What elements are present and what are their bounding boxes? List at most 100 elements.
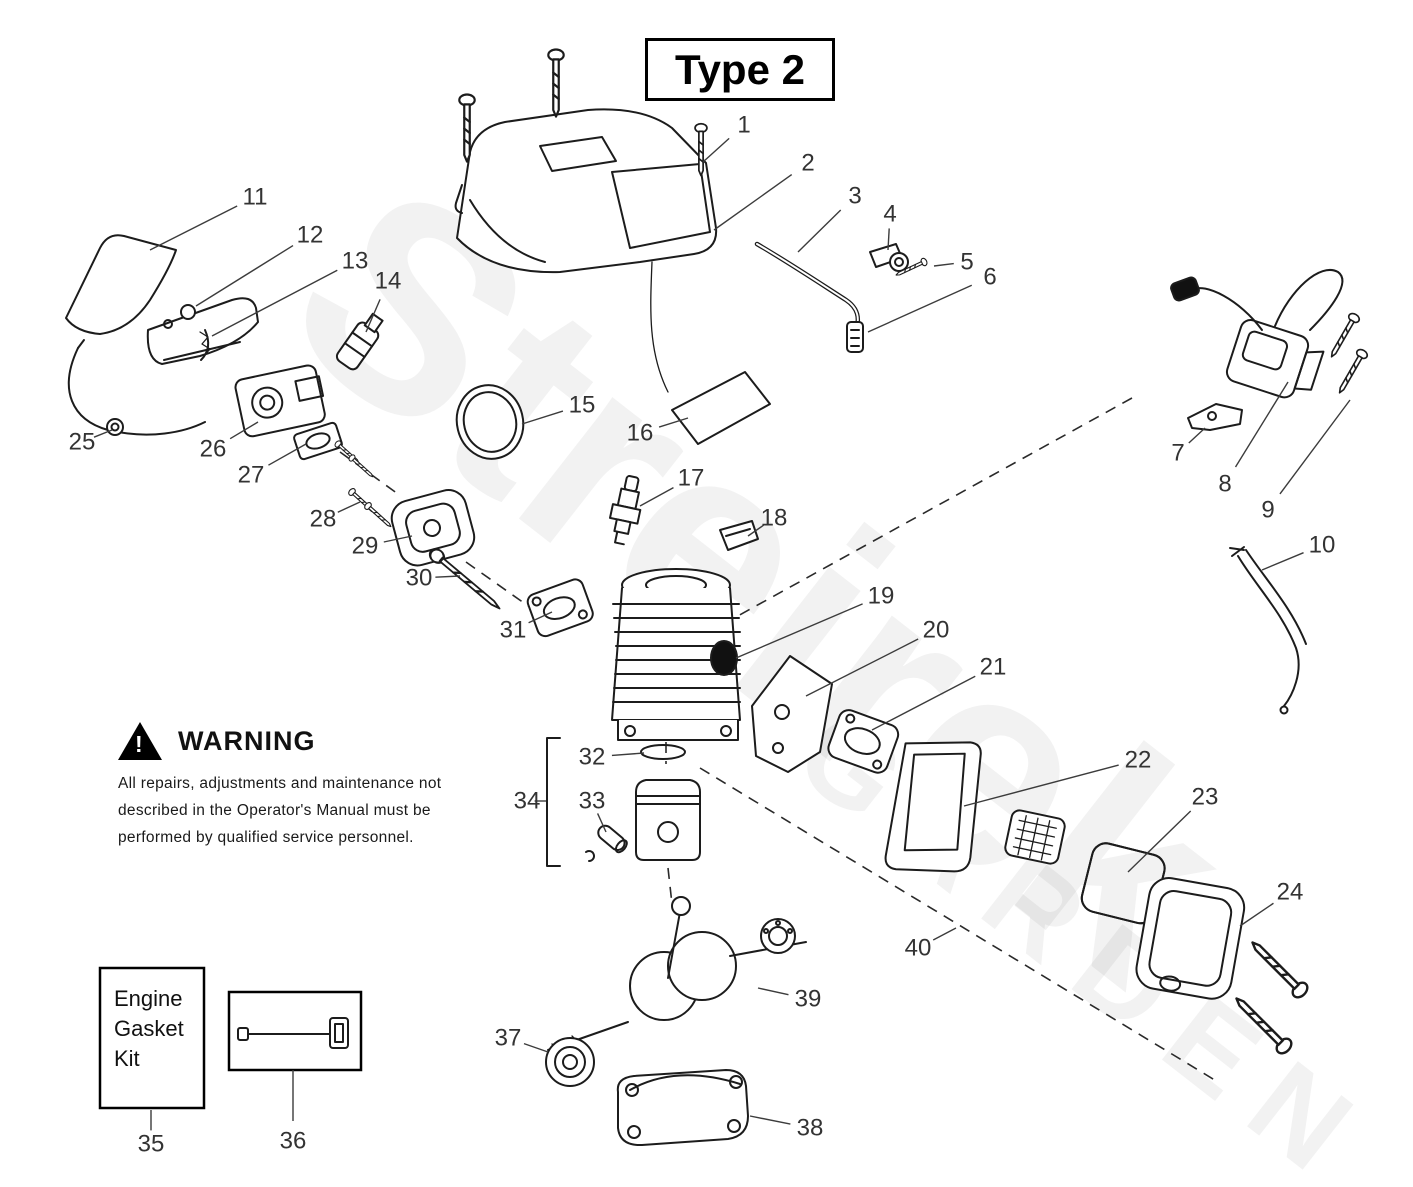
callout-leader-15	[521, 410, 564, 425]
callout-leader-26	[229, 421, 259, 440]
warning-text: All repairs, adjustments and maintenance…	[118, 770, 448, 851]
callout-number-31: 31	[500, 617, 527, 644]
callout-layer: 1234567891011121314151617181920212223242…	[69, 112, 1351, 1158]
callout-number-39: 39	[795, 986, 822, 1013]
warning-line-2: described in the Operator's Manual must …	[118, 802, 431, 819]
callout-leader-8	[1234, 381, 1289, 468]
warning-line-1: All repairs, adjustments and maintenance…	[118, 775, 442, 792]
ignition-module	[1170, 269, 1344, 399]
callout-number-21: 21	[980, 654, 1007, 681]
callout-number-7: 7	[1171, 440, 1184, 467]
callout-leader-5	[933, 262, 954, 267]
callout-number-26: 26	[200, 436, 227, 463]
throttle-rod	[163, 341, 241, 361]
heat-shield	[751, 655, 833, 773]
callout-number-27: 27	[238, 462, 265, 489]
callout-number-11: 11	[243, 184, 268, 211]
callout-leader-3	[797, 209, 842, 253]
cylinder	[611, 568, 741, 741]
callout-number-2: 2	[801, 150, 814, 177]
crankshaft	[547, 896, 807, 1055]
callout-number-12: 12	[297, 222, 324, 249]
warning-triangle-icon	[118, 722, 162, 760]
callout-leader-9	[1279, 399, 1351, 495]
fuel-line-fitting	[869, 243, 929, 280]
callout-number-14: 14	[375, 268, 402, 295]
callout-number-32: 32	[579, 744, 606, 771]
muffler-gasket	[526, 578, 594, 638]
warning-title: WARNING	[178, 725, 316, 756]
chain-brake-lever	[65, 234, 177, 335]
ignition-screws	[1325, 310, 1370, 397]
callout-leader-32	[611, 752, 645, 757]
callout-leader-37	[523, 1042, 549, 1053]
callout-number-15: 15	[569, 392, 596, 419]
piston-group-bracket	[546, 737, 561, 867]
callout-number-5: 5	[960, 249, 973, 276]
type-label: Type 2	[675, 45, 805, 93]
seal-ring	[455, 384, 525, 460]
gasket-kit-line1: Engine	[114, 986, 183, 1011]
callout-leader-25	[93, 429, 113, 438]
piston	[635, 779, 701, 861]
callout-number-19: 19	[868, 583, 895, 610]
carburetor	[234, 364, 326, 438]
callout-leader-28	[337, 501, 361, 513]
callout-leader-4	[887, 228, 890, 251]
throttle-spring	[199, 331, 211, 357]
warning-block: WARNING All repairs, adjustments and mai…	[118, 722, 448, 851]
fuel-line	[754, 241, 861, 333]
callout-number-22: 22	[1125, 747, 1152, 774]
callout-number-17: 17	[678, 465, 705, 492]
short-circuit-wires	[1229, 546, 1307, 715]
callout-leader-7	[1188, 427, 1206, 444]
engine-gasket-kit-box: Engine Gasket Kit	[98, 966, 206, 1110]
piston-ring	[640, 744, 686, 760]
callout-leader-17	[639, 487, 674, 507]
callout-leader-2	[713, 174, 793, 231]
callout-leader-19	[735, 603, 863, 659]
callout-leader-10	[1261, 552, 1304, 571]
callout-number-36: 36	[280, 1128, 307, 1155]
callout-leader-1	[702, 137, 730, 163]
callout-leader-38	[749, 1115, 791, 1125]
warning-header: WARNING	[118, 722, 448, 760]
throttle-handle-assembly	[146, 297, 259, 365]
callout-leader-18	[747, 524, 764, 537]
spark-plug-boot	[1170, 276, 1200, 302]
callout-leader-14	[365, 299, 381, 333]
callout-number-33: 33	[579, 788, 606, 815]
callout-number-24: 24	[1277, 879, 1304, 906]
callout-number-38: 38	[797, 1115, 824, 1142]
callout-leader-22	[963, 764, 1119, 807]
crank-bearing	[545, 1037, 595, 1087]
tool-box	[227, 990, 363, 1072]
fuel-filter	[846, 321, 864, 353]
callout-number-18: 18	[761, 505, 788, 532]
callout-number-20: 20	[923, 617, 950, 644]
callout-leader-27	[268, 443, 307, 466]
callout-number-25: 25	[69, 429, 96, 456]
pin-circlip	[585, 850, 595, 862]
callout-number-9: 9	[1261, 497, 1274, 524]
air-filter-base	[884, 741, 982, 873]
callout-number-37: 37	[495, 1025, 522, 1052]
callout-number-34: 34	[514, 788, 541, 815]
cable-grommet	[106, 418, 124, 436]
cylinder-cover	[454, 108, 718, 393]
warning-line-3: performed by qualified service personnel…	[118, 829, 414, 846]
air-filter-cover	[1135, 877, 1246, 1000]
callout-number-23: 23	[1192, 784, 1219, 811]
retainer-clip	[719, 520, 759, 551]
callout-leader-39	[757, 987, 789, 996]
callout-leader-24	[1239, 902, 1274, 927]
type-label-box: Type 2	[645, 38, 835, 101]
callout-leader-21	[871, 675, 976, 731]
gasket-kit-line3: Kit	[114, 1046, 140, 1071]
callout-number-16: 16	[627, 420, 654, 447]
spark-plug	[609, 475, 642, 546]
callout-number-28: 28	[310, 506, 337, 533]
callout-leader-31	[528, 611, 553, 624]
